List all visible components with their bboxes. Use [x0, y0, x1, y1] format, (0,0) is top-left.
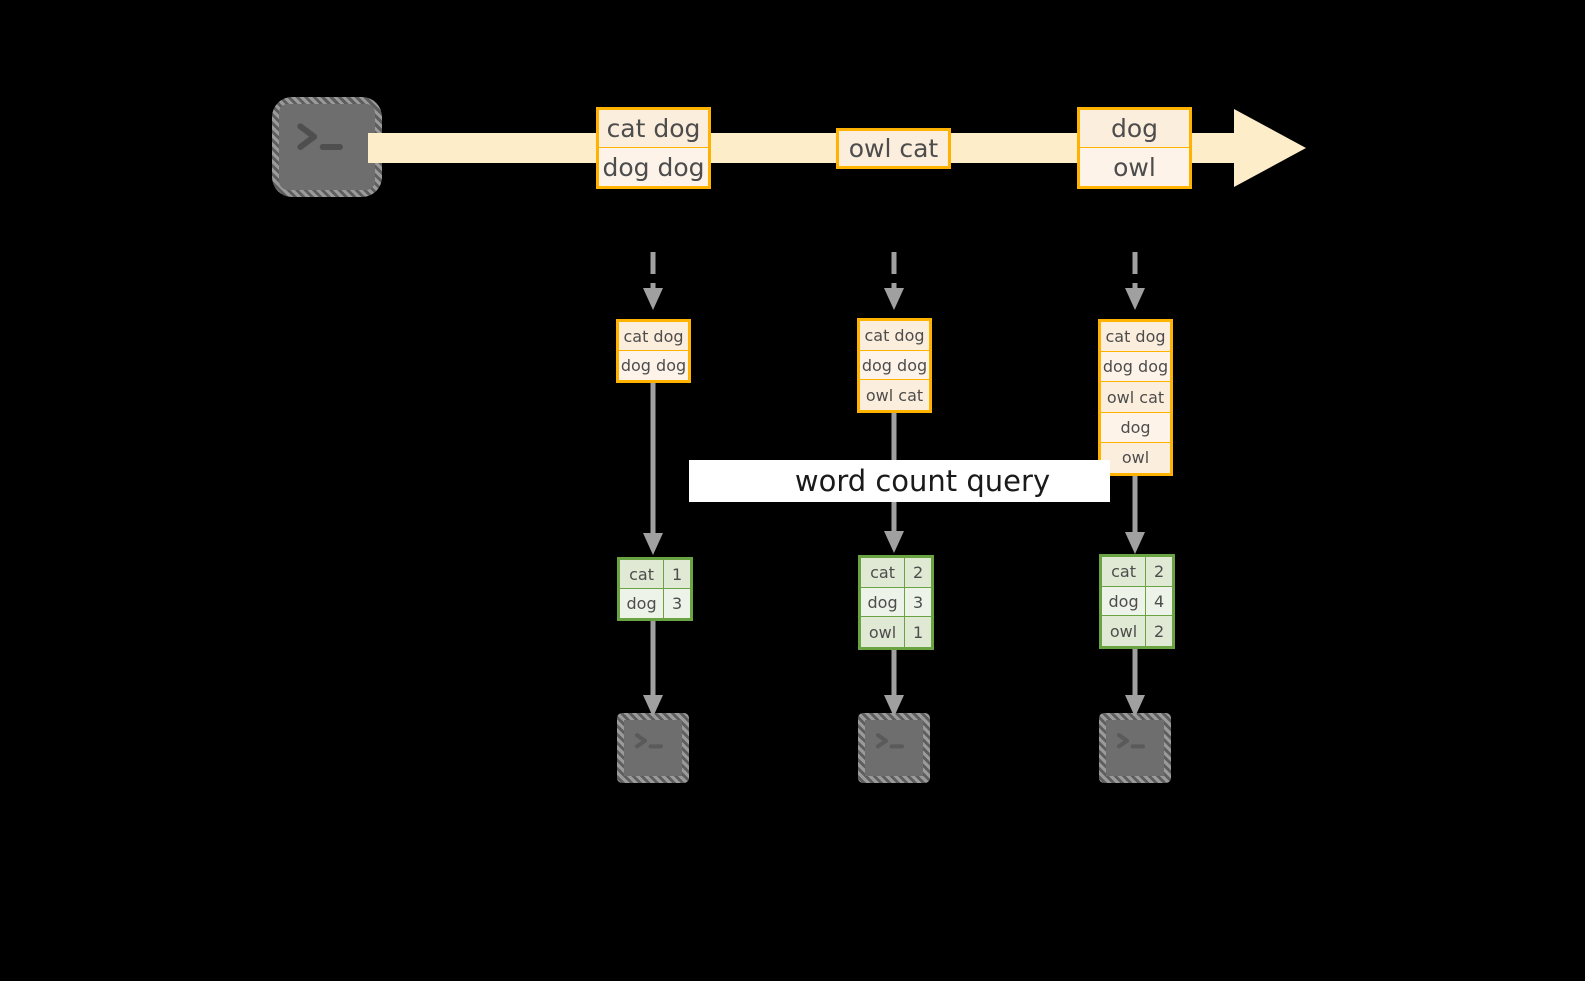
- input-row: owl: [1101, 442, 1170, 473]
- source-terminal-icon: [272, 97, 382, 197]
- word-cell: cat: [1102, 557, 1147, 586]
- record-line: owl: [1080, 148, 1189, 186]
- count-cell: 2: [1153, 621, 1165, 641]
- snapshot-1-query-arrow-icon: [643, 383, 663, 555]
- snapshot-1-sink-arrow-icon: [643, 621, 663, 717]
- table-row: dog 4: [1102, 586, 1172, 617]
- snapshot-3-sink-arrow-icon: [1125, 649, 1145, 717]
- table-row: cat 2: [1102, 557, 1172, 587]
- word-cell: owl: [1102, 616, 1147, 647]
- snapshot-3-input-table: cat dog dog dog owl cat dog owl: [1098, 319, 1173, 476]
- input-row: dog dog: [860, 350, 929, 381]
- count-cell: 1: [671, 564, 683, 584]
- table-row: dog 3: [620, 589, 690, 618]
- snapshot-3-query-arrow-icon: [1125, 476, 1145, 554]
- snapshot-3-sink-terminal-icon: [1099, 713, 1171, 783]
- record-line: cat dog: [599, 110, 708, 149]
- word-cell: owl: [861, 617, 906, 648]
- table-row: owl 1: [861, 617, 931, 648]
- snapshot-2-dashed-arrow-icon: [884, 252, 904, 310]
- stream-record-1: cat dog dog dog: [596, 107, 711, 189]
- count-cell: 4: [1153, 591, 1165, 611]
- stream-record-3: dog owl: [1077, 107, 1192, 189]
- table-row: cat 2: [861, 558, 931, 588]
- input-row: dog: [1101, 412, 1170, 443]
- input-row: cat dog: [860, 321, 929, 351]
- snapshot-3-result-table: cat 2 dog 4 owl 2: [1099, 554, 1175, 649]
- snapshot-2-sink-arrow-icon: [884, 650, 904, 717]
- query-label-banner: word count query: [689, 460, 1110, 502]
- count-cell: 3: [912, 592, 924, 612]
- query-label-text: word count query: [794, 464, 1051, 498]
- snapshot-2-input-table: cat dog dog dog owl cat: [857, 318, 932, 413]
- word-cell: dog: [861, 587, 906, 617]
- count-cell: 2: [1153, 561, 1165, 581]
- count-cell: 2: [912, 562, 924, 582]
- stream-record-2: owl cat: [836, 128, 951, 169]
- input-row: dog dog: [619, 351, 688, 380]
- input-row: cat dog: [619, 322, 688, 352]
- terminal-prompt-glyph: [876, 733, 904, 749]
- snapshot-3-dashed-arrow-icon: [1125, 252, 1145, 310]
- table-row: cat 1: [620, 560, 690, 590]
- table-row: owl 2: [1102, 616, 1172, 647]
- snapshot-1-sink-terminal-icon: [617, 713, 689, 783]
- input-row: dog dog: [1101, 352, 1170, 383]
- input-row: cat dog: [1101, 322, 1170, 353]
- snapshot-1-result-table: cat 1 dog 3: [617, 557, 693, 621]
- terminal-prompt-glyph: [297, 123, 343, 151]
- count-cell: 1: [912, 622, 924, 642]
- terminal-prompt-glyph: [635, 733, 663, 749]
- table-row: dog 3: [861, 587, 931, 618]
- record-line: dog: [1080, 110, 1189, 149]
- word-cell: dog: [1102, 586, 1147, 616]
- input-row: owl cat: [1101, 382, 1170, 413]
- word-cell: cat: [620, 560, 665, 589]
- snapshot-1-dashed-arrow-icon: [643, 252, 663, 310]
- record-line: owl cat: [839, 131, 948, 166]
- word-cell: cat: [861, 558, 906, 587]
- terminal-prompt-glyph: [1117, 733, 1145, 749]
- record-line: dog dog: [599, 148, 708, 186]
- snapshot-2-sink-terminal-icon: [858, 713, 930, 783]
- word-cell: dog: [620, 589, 665, 618]
- input-row: owl cat: [860, 380, 929, 411]
- snapshot-2-result-table: cat 2 dog 3 owl 1: [858, 555, 934, 650]
- count-cell: 3: [671, 594, 683, 614]
- snapshot-1-input-table: cat dog dog dog: [616, 319, 691, 383]
